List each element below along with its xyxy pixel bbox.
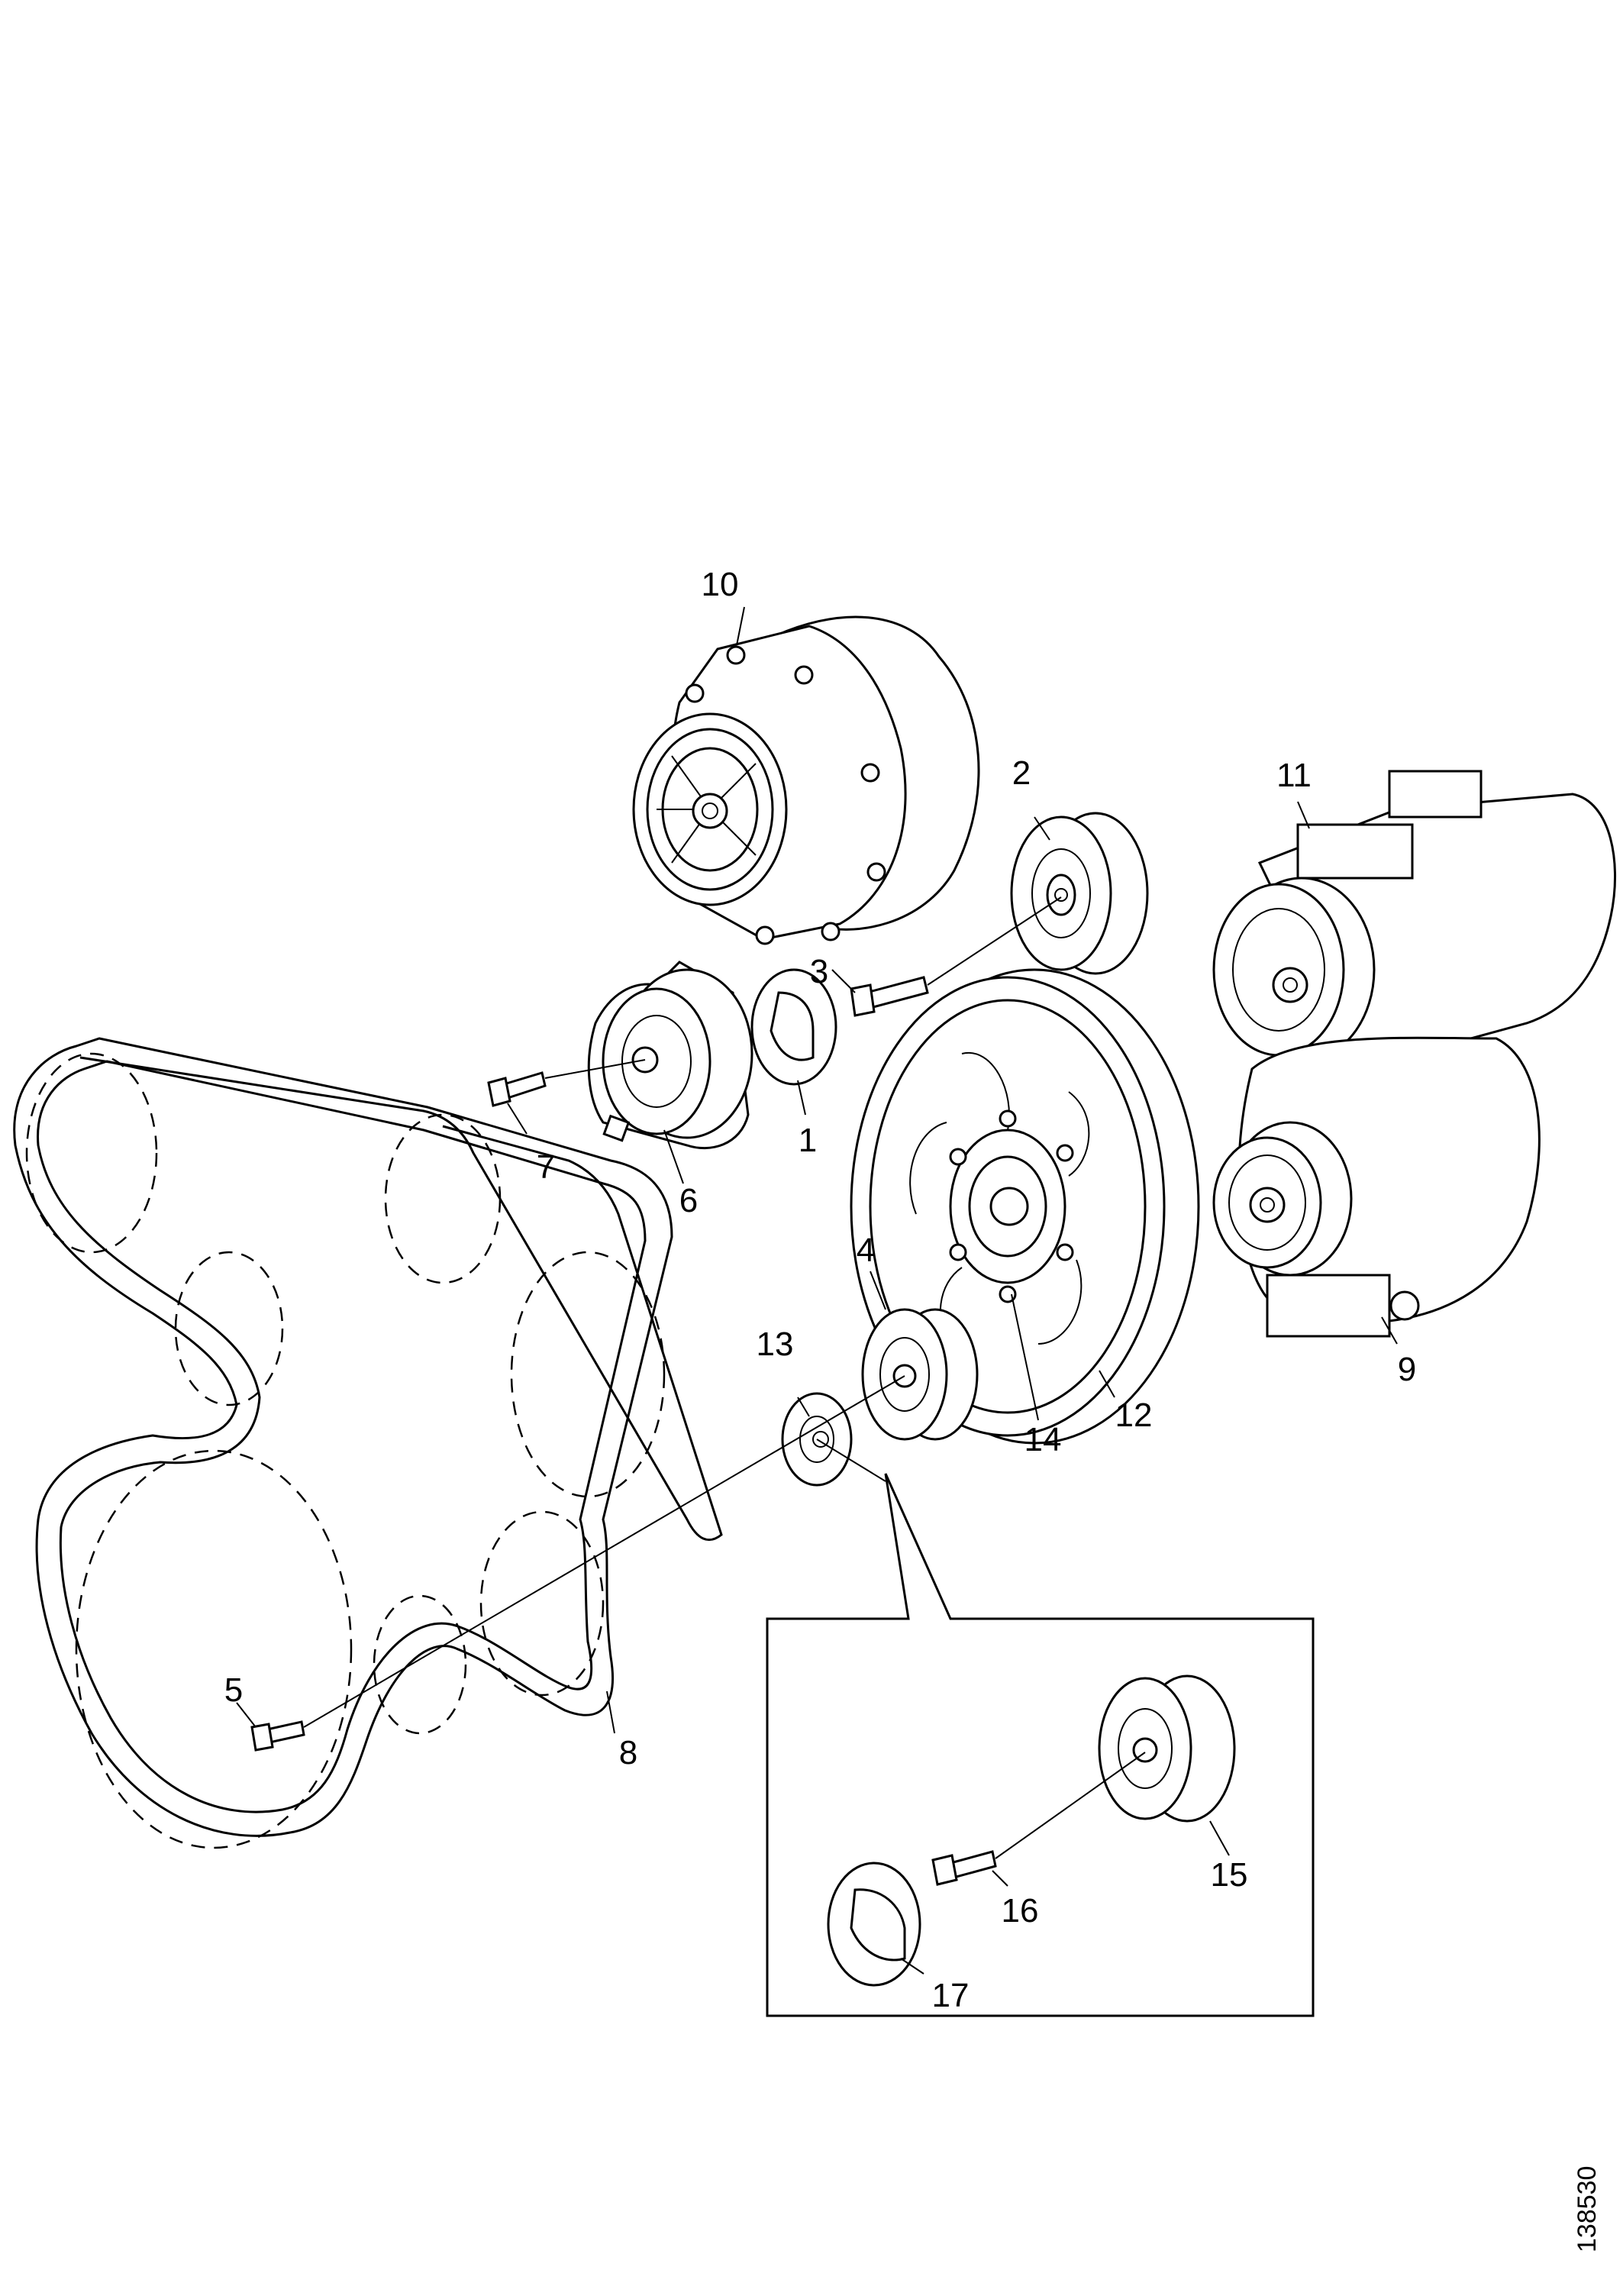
bolt-5 <box>250 1375 905 1752</box>
inset-pointer-line <box>816 1439 886 1482</box>
callout-4: 4 <box>857 1232 875 1269</box>
callout-1: 1 <box>799 1122 817 1159</box>
callout-17: 17 <box>932 1977 970 2014</box>
ac-compressor <box>1212 770 1617 1070</box>
belt-tensioner <box>587 961 753 1150</box>
callout-12: 12 <box>1115 1397 1153 1434</box>
figure-id: 138530 <box>1573 2166 1602 2252</box>
callout-2: 2 <box>1012 754 1031 792</box>
bolt-7 <box>487 1059 646 1107</box>
inset-idler-pulley <box>1098 1674 1236 1823</box>
pulley-cover-1 <box>750 968 837 1086</box>
callout-8: 8 <box>619 1734 637 1771</box>
inset-pulley-cover <box>827 1862 921 1987</box>
engine-pulley-outlines <box>25 1052 666 1849</box>
callout-13: 13 <box>757 1326 794 1363</box>
alternator <box>1212 1036 1541 1338</box>
callout-10: 10 <box>702 566 739 603</box>
coolant-pump <box>632 615 980 945</box>
callout-labels: 1 2 3 4 5 6 7 8 9 10 11 12 13 14 15 16 1… <box>224 566 1416 2014</box>
callout-11: 11 <box>1276 757 1312 794</box>
callout-16: 16 <box>1002 1892 1039 1929</box>
callout-7: 7 <box>537 1148 555 1186</box>
callout-14: 14 <box>1024 1421 1062 1458</box>
drive-belt <box>13 1037 723 1837</box>
coolant-pump-bolts <box>685 645 886 945</box>
callout-5: 5 <box>224 1671 243 1709</box>
inset-bolt <box>931 1752 1146 1886</box>
crankshaft-pulley-bolts <box>949 1109 1074 1303</box>
bolt-3 <box>850 896 1062 1017</box>
callout-15: 15 <box>1211 1856 1248 1894</box>
callout-3: 3 <box>810 953 828 990</box>
callout-9: 9 <box>1398 1351 1416 1388</box>
callout-6: 6 <box>679 1182 698 1219</box>
inset-detail <box>766 1473 1315 2017</box>
callout-leaders <box>236 606 1398 1975</box>
idler-pulley-lower <box>861 1308 979 1441</box>
idler-pulley-upper <box>1010 812 1149 975</box>
